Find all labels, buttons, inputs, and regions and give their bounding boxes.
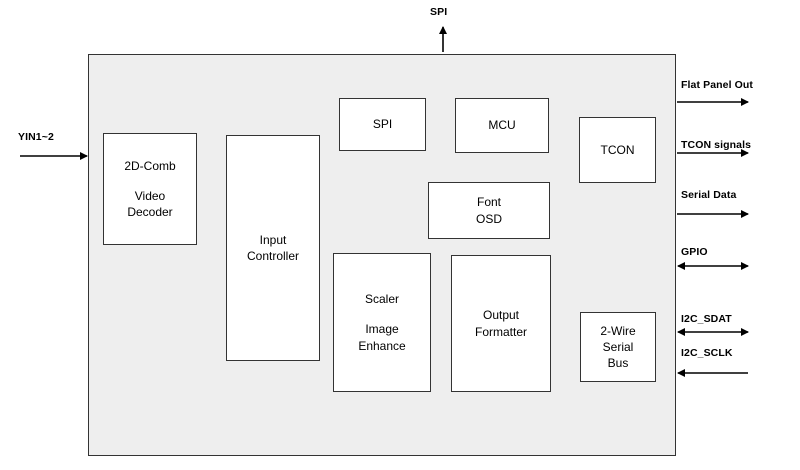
output-formatter-line-1: Output [482,308,520,323]
serial-bus-line-2: Serial [602,339,634,354]
serial-data-label: Serial Data [681,189,737,201]
font-osd-block: Font OSD [428,182,550,239]
input-controller-block: Input Controller [226,135,320,361]
input-controller-line-2: Controller [246,249,300,263]
spi-block: SPI [339,98,426,151]
video-decoder-block: 2D-Comb Video Decoder [103,133,197,245]
tcon-block: TCON [579,117,656,183]
decoder-line-2: Video [134,188,166,203]
output-formatter-block: Output Formatter [451,255,551,392]
spi-top-label: SPI [430,6,448,18]
yin-label: YIN1~2 [18,131,54,143]
scaler-line-3: Enhance [358,338,406,353]
mcu-block: MCU [455,98,549,153]
scaler-line-1: Scaler [364,292,399,307]
gpio-label: GPIO [681,246,708,258]
scaler-line-2: Image [365,322,399,337]
mcu-block-label: MCU [488,118,516,133]
i2c-sdat-label: I2C_SDAT [681,313,732,325]
scaler-block: Scaler Image Enhance [333,253,431,392]
spi-block-label: SPI [372,117,393,132]
serial-bus-line-3: Bus [607,356,629,371]
output-formatter-line-2: Formatter [474,324,527,339]
serial-bus-line-1: 2-Wire [600,323,636,338]
tcon-block-label: TCON [600,142,635,157]
font-osd-line-1: Font [476,195,501,210]
flat-panel-out-label: Flat Panel Out [681,79,753,91]
i2c-sclk-label: I2C_SCLK [681,347,733,359]
decoder-line-1: 2D-Comb [124,158,176,173]
font-osd-line-2: OSD [475,211,502,226]
input-controller-line-1: Input [259,232,287,247]
serial-bus-block: 2-Wire Serial Bus [580,312,656,382]
tcon-signals-label: TCON signals [681,139,752,151]
decoder-line-3: Decoder [127,205,173,220]
